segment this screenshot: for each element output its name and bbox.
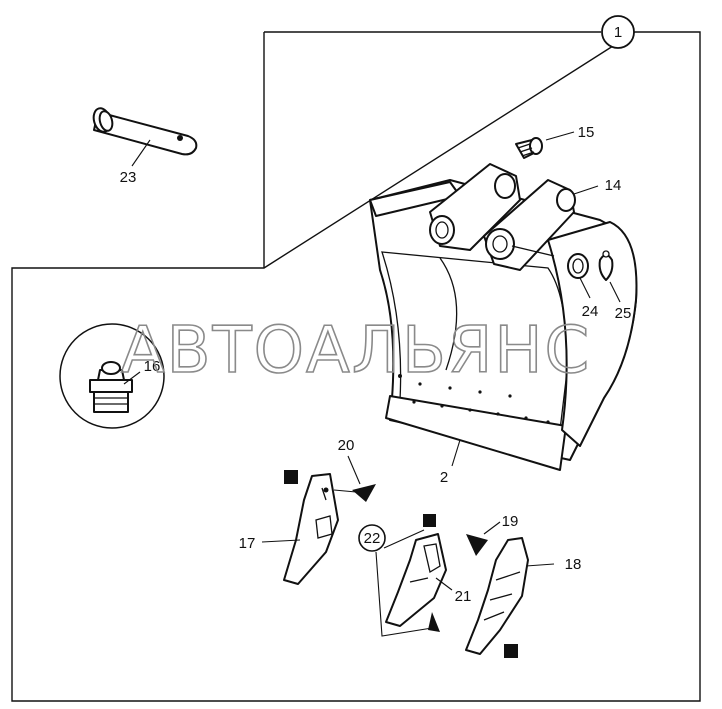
label-16: 16 <box>144 358 161 375</box>
tooth-kit-badge-22: 22 <box>358 524 386 552</box>
tooth-part-21 <box>385 533 447 627</box>
label-2: 2 <box>440 469 448 486</box>
label-15: 15 <box>578 124 595 141</box>
triangle-marker-19 <box>466 534 488 556</box>
label-14: 14 <box>605 177 622 194</box>
bushing-part-15 <box>515 137 543 159</box>
grease-nipple-part-16 <box>59 323 165 429</box>
svg-text:1: 1 <box>614 24 622 41</box>
assembly-number-badge: 1 <box>601 15 635 49</box>
svg-text:22: 22 <box>364 530 381 547</box>
label-19: 19 <box>502 513 519 530</box>
label-17: 17 <box>239 535 256 552</box>
label-20: 20 <box>338 437 355 454</box>
watermark: АВТОАЛЬЯНС <box>121 314 591 388</box>
square-marker-21 <box>423 514 436 527</box>
triangle-marker-20 <box>352 484 376 502</box>
square-marker-17 <box>284 470 298 484</box>
side-tooth-part-18 <box>465 537 529 655</box>
label-25: 25 <box>615 305 632 322</box>
label-24: 24 <box>582 303 599 320</box>
label-21: 21 <box>455 588 472 605</box>
triangle-marker-21 <box>428 612 440 632</box>
square-marker-18 <box>504 644 518 658</box>
tooth-adapter-part-17 <box>283 473 339 585</box>
pin-part-23 <box>92 107 198 156</box>
label-18: 18 <box>565 556 582 573</box>
bucket-part-2 <box>369 163 638 471</box>
label-23: 23 <box>120 169 137 186</box>
